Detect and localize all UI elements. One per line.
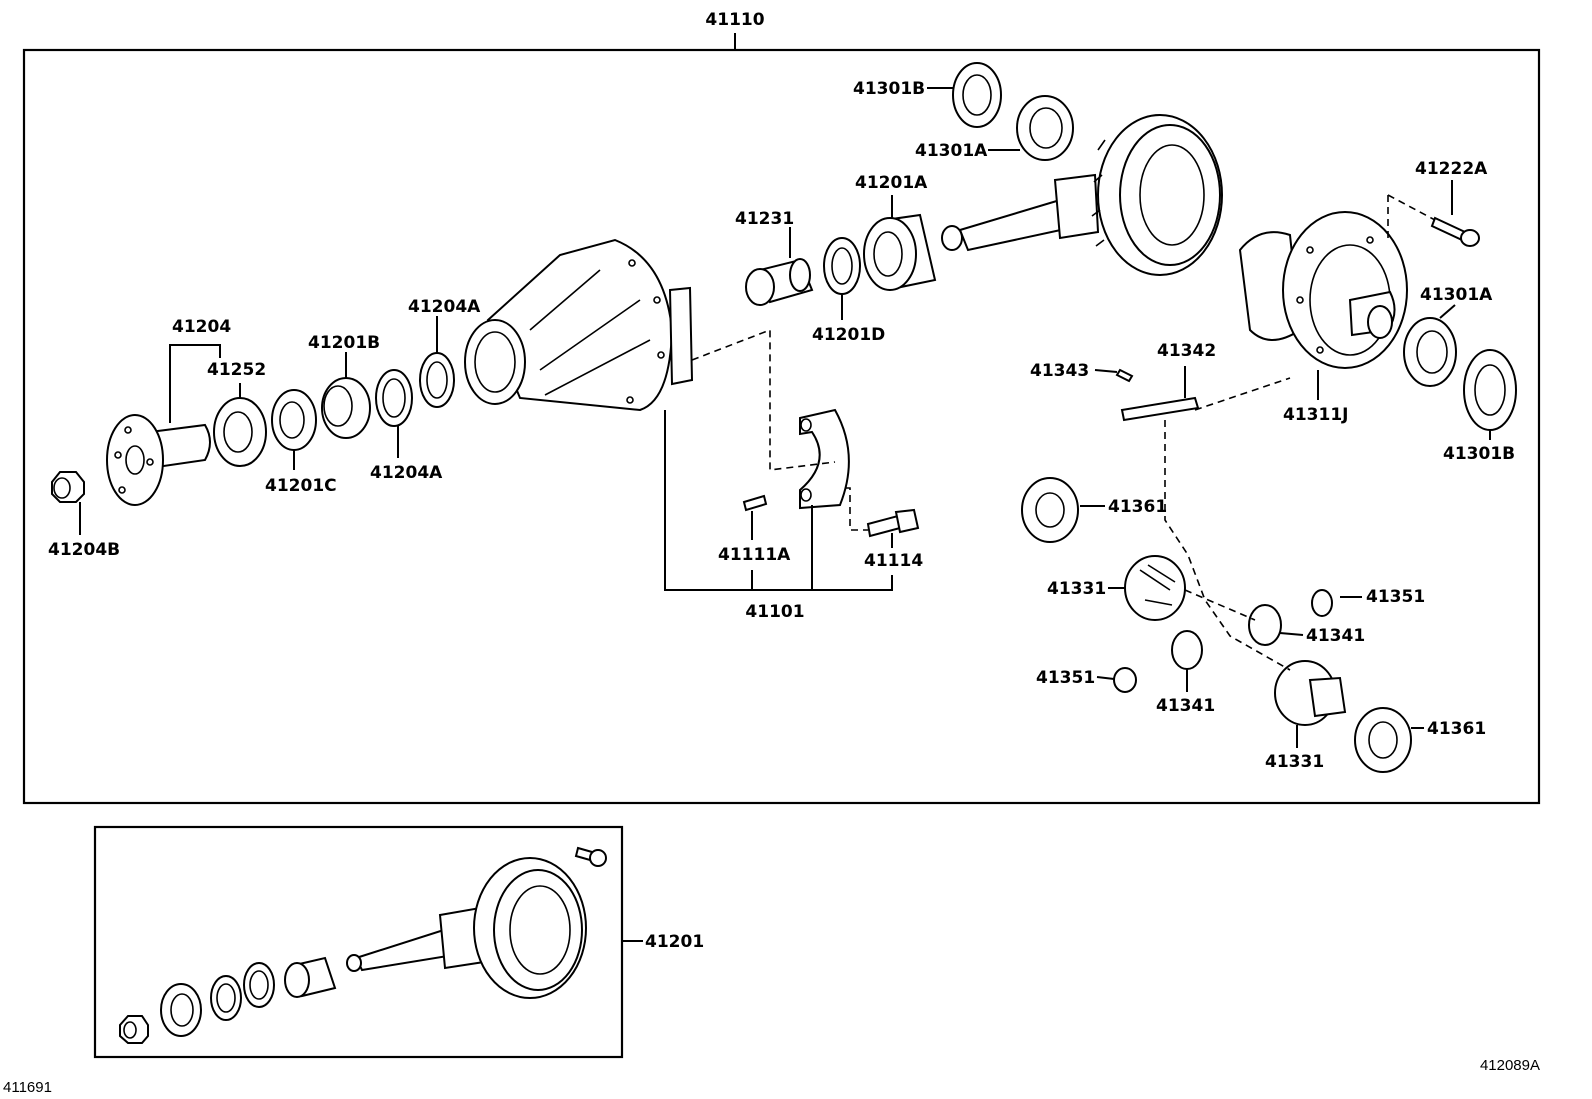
drive-pinion [941,173,1100,252]
corner-code-left: 411691 [3,1079,52,1096]
sub-washer-b [243,962,275,1008]
label-41111A[interactable]: 41111A [718,545,791,565]
lock-nut-41204B [51,471,85,503]
label-41361-top[interactable]: 41361 [1108,497,1167,517]
label-41301A-top[interactable]: 41301A [915,141,988,161]
label-41351-left[interactable]: 41351 [1036,668,1095,688]
label-41311J[interactable]: 41311J [1283,405,1348,425]
bolt-41222A [1430,216,1480,247]
bearing-41201B [321,377,371,439]
sub-washer-a [210,975,242,1021]
label-41204[interactable]: 41204 [172,317,231,337]
bearing-cap-41101 [799,408,850,510]
thrust-washer-41361-bottom [1354,707,1412,773]
label-41201[interactable]: 41201 [645,932,704,952]
label-41343[interactable]: 41343 [1030,361,1089,381]
label-41301A-right[interactable]: 41301A [1420,285,1493,305]
spacer-41204A-left [375,369,413,427]
bearing-41301A-right [1403,317,1457,387]
label-41331-top[interactable]: 41331 [1047,579,1106,599]
label-41222A[interactable]: 41222A [1415,159,1488,179]
label-41201D[interactable]: 41201D [812,325,885,345]
label-41114[interactable]: 41114 [864,551,923,571]
companion-flange-41204 [106,414,211,506]
bolt-41114 [866,508,920,538]
label-41204A-top[interactable]: 41204A [408,297,481,317]
sub-bolt [574,846,607,867]
corner-code-right: 412089A [1480,1057,1540,1074]
side-gear-41331-top [1124,555,1186,621]
label-41201A[interactable]: 41201A [855,173,928,193]
label-41331-bottom[interactable]: 41331 [1265,752,1324,772]
label-41301B-top[interactable]: 41301B [853,79,925,99]
sub-spacer [284,956,337,998]
shim-41301B-right [1463,349,1517,431]
main-assembly-frame [22,48,1541,805]
label-41342[interactable]: 41342 [1157,341,1216,361]
pin-41343 [1115,368,1134,383]
sub-ring-gear [473,857,587,999]
label-41252[interactable]: 41252 [207,360,266,380]
bearing-41301A-top [1016,95,1074,161]
side-gear-41331-bottom [1274,660,1347,726]
label-41301B-right[interactable]: 41301B [1443,444,1515,464]
label-41101[interactable]: 41101 [745,602,804,622]
label-41341-right[interactable]: 41341 [1306,626,1365,646]
bearing-41201C [271,389,317,451]
label-41204A-bottom[interactable]: 41204A [370,463,443,483]
washer-41351-right [1311,589,1333,617]
label-41231[interactable]: 41231 [735,209,794,229]
spacer-41204A-right [419,352,455,408]
pinion-gear-41341-bottom [1171,630,1203,670]
pinion-gear-41341-right [1248,604,1282,646]
label-41361-bottom[interactable]: 41361 [1427,719,1486,739]
washer-41351-left [1113,667,1137,693]
pin-41111A [742,494,768,512]
carrier-housing-41101 [464,238,694,412]
thrust-washer-41361-top [1021,477,1079,543]
label-41204B[interactable]: 41204B [48,540,120,560]
label-41110[interactable]: 41110 [705,10,764,30]
sub-bearing [160,983,202,1037]
bearing-41201A [863,213,937,291]
label-41341-bottom[interactable]: 41341 [1156,696,1215,716]
label-41351-right[interactable]: 41351 [1366,587,1425,607]
diff-case-41311J [1238,211,1408,369]
pinion-shaft-41342 [1120,396,1200,422]
sub-pinion [346,906,486,972]
ring-gear [1091,114,1223,276]
label-41201B[interactable]: 41201B [308,333,380,353]
label-41201C[interactable]: 41201C [265,476,337,496]
washer-41201D [823,237,861,295]
oil-seal-41252 [213,397,267,467]
shim-41301B-top [952,62,1002,128]
sub-nut [119,1015,149,1044]
spacer-41231 [745,258,814,306]
